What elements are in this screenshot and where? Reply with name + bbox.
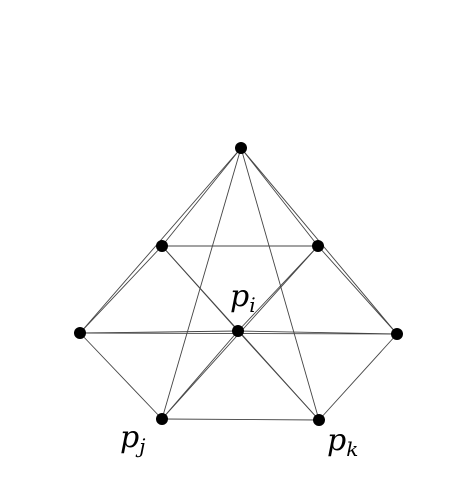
label-p-k: pk	[327, 423, 358, 461]
edge-upRight-right	[317, 245, 398, 335]
edge-center-botLeft	[161, 330, 239, 420]
edge-upLeft-left	[79, 245, 163, 334]
vertex-botRight	[313, 414, 325, 426]
vertex-left	[74, 327, 86, 339]
label-p-i: pi	[230, 279, 256, 317]
vertex-right	[391, 328, 403, 340]
vertex-center	[232, 325, 244, 337]
vertex-botLeft	[156, 413, 168, 425]
vertex-top	[235, 142, 247, 154]
vertex-upRight	[312, 240, 324, 252]
edge-right-botRight	[318, 333, 398, 421]
vertex-upLeft	[156, 240, 168, 252]
edge-top-upRight	[240, 147, 319, 247]
edge-botLeft-botRight	[161, 418, 320, 421]
edge-top-botRight	[240, 147, 320, 421]
edge-top-botLeft	[161, 147, 242, 420]
vertices-group	[74, 142, 403, 426]
edge-center-botRight	[237, 330, 320, 421]
edge-left-botLeft	[79, 332, 163, 420]
edge-top-upLeft	[161, 147, 242, 247]
label-p-j: pj	[120, 420, 145, 458]
